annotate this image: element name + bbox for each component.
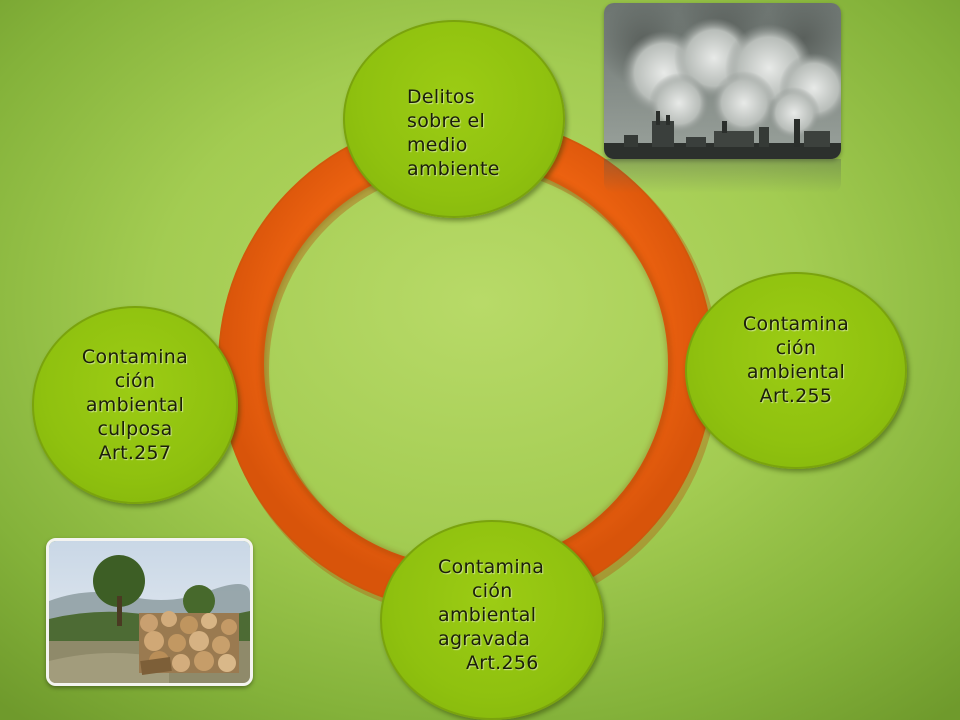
node-top-line-3: medio: [407, 134, 468, 156]
node-right-line-2: ción: [775, 336, 817, 359]
node-top-label: Delitos sobre el medio ambiente: [407, 85, 500, 181]
node-top-line-4: ambiente: [407, 158, 500, 180]
node-bottom-line-2: ción: [472, 580, 513, 602]
node-left-line-3: ambiental: [85, 394, 185, 416]
node-contaminacion-ambiental-agravada-art256: Contamina ción ambiental agravada Art.25…: [380, 520, 604, 720]
node-bottom-line-3: ambiental: [438, 604, 537, 626]
node-top-line-2: sobre el: [407, 110, 486, 132]
node-right-line-3: ambiental: [746, 360, 846, 383]
node-left-line-5: Art.257: [98, 442, 172, 464]
factory-smoke-photo: [604, 3, 841, 159]
node-top-line-1: Delitos: [407, 86, 475, 108]
node-bottom-label: Contamina ción ambiental agravada Art.25…: [438, 555, 544, 675]
node-left-line-1: Contamina: [81, 346, 189, 368]
cut-logs-photo: [46, 538, 253, 686]
node-contaminacion-ambiental-culposa-art257: Contamina ción ambiental culposa Art.257: [32, 306, 238, 504]
node-right-line-4: Art.255: [759, 384, 833, 407]
node-right-line-1: Contamina: [742, 312, 850, 335]
node-bottom-line-5: Art.256: [466, 652, 539, 674]
node-left-line-2: ción: [114, 370, 156, 392]
node-bottom-line-1: Contamina: [438, 556, 545, 578]
node-delitos-medio-ambiente: Delitos sobre el medio ambiente: [343, 20, 565, 218]
node-left-label: Contamina ción ambiental culposa Art.257: [82, 345, 188, 465]
node-left-line-4: culposa: [97, 418, 173, 440]
photo-reflection: [604, 159, 841, 193]
node-bottom-line-4: agravada: [438, 628, 531, 650]
node-contaminacion-ambiental-art255: Contamina ción ambiental Art.255: [685, 272, 907, 469]
node-right-label: Contamina ción ambiental Art.255: [743, 312, 849, 408]
